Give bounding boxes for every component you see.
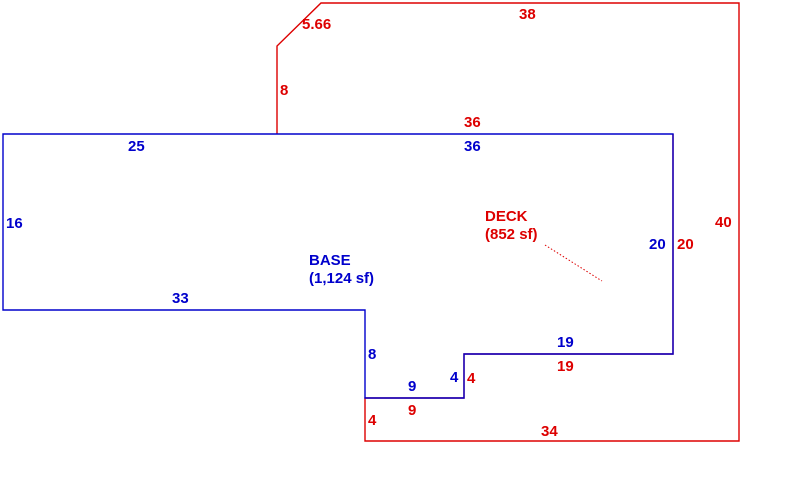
base-dim-bottom: 33 [172, 290, 189, 307]
base-area-size: (1,124 sf) [309, 270, 374, 287]
deck-dim-right: 40 [715, 214, 732, 231]
deck-area-name: DECK [485, 208, 528, 225]
deck-dim-notch-up: 4 [467, 370, 476, 387]
base-dim-top-left: 25 [128, 138, 145, 155]
deck-dim-inner-right: 20 [677, 236, 694, 253]
deck-dim-bottom: 34 [541, 423, 558, 440]
deck-dim-left-lower: 4 [368, 412, 377, 429]
base-dim-step-down: 8 [368, 346, 376, 363]
deck-dim-diagonal: 5.66 [302, 16, 331, 33]
base-dim-notch-up: 4 [450, 369, 459, 386]
base-dim-left: 16 [6, 215, 23, 232]
deck-dim-notch-bottom: 9 [408, 402, 416, 419]
base-dim-top-right: 36 [464, 138, 481, 155]
base-dim-notch-bottom: 9 [408, 378, 416, 395]
deck-dim-inner-lower: 19 [557, 358, 574, 375]
deck-dim-inner-top: 36 [464, 114, 481, 131]
base-dim-right: 20 [649, 236, 666, 253]
base-dim-lower-right: 19 [557, 334, 574, 351]
base-outline [2, 133, 674, 399]
deck-dim-left-upper: 8 [280, 82, 288, 99]
deck-area-size: (852 sf) [485, 226, 538, 243]
deck-label-leader [544, 244, 603, 282]
deck-dim-top: 38 [519, 6, 536, 23]
base-area-name: BASE [309, 252, 351, 269]
